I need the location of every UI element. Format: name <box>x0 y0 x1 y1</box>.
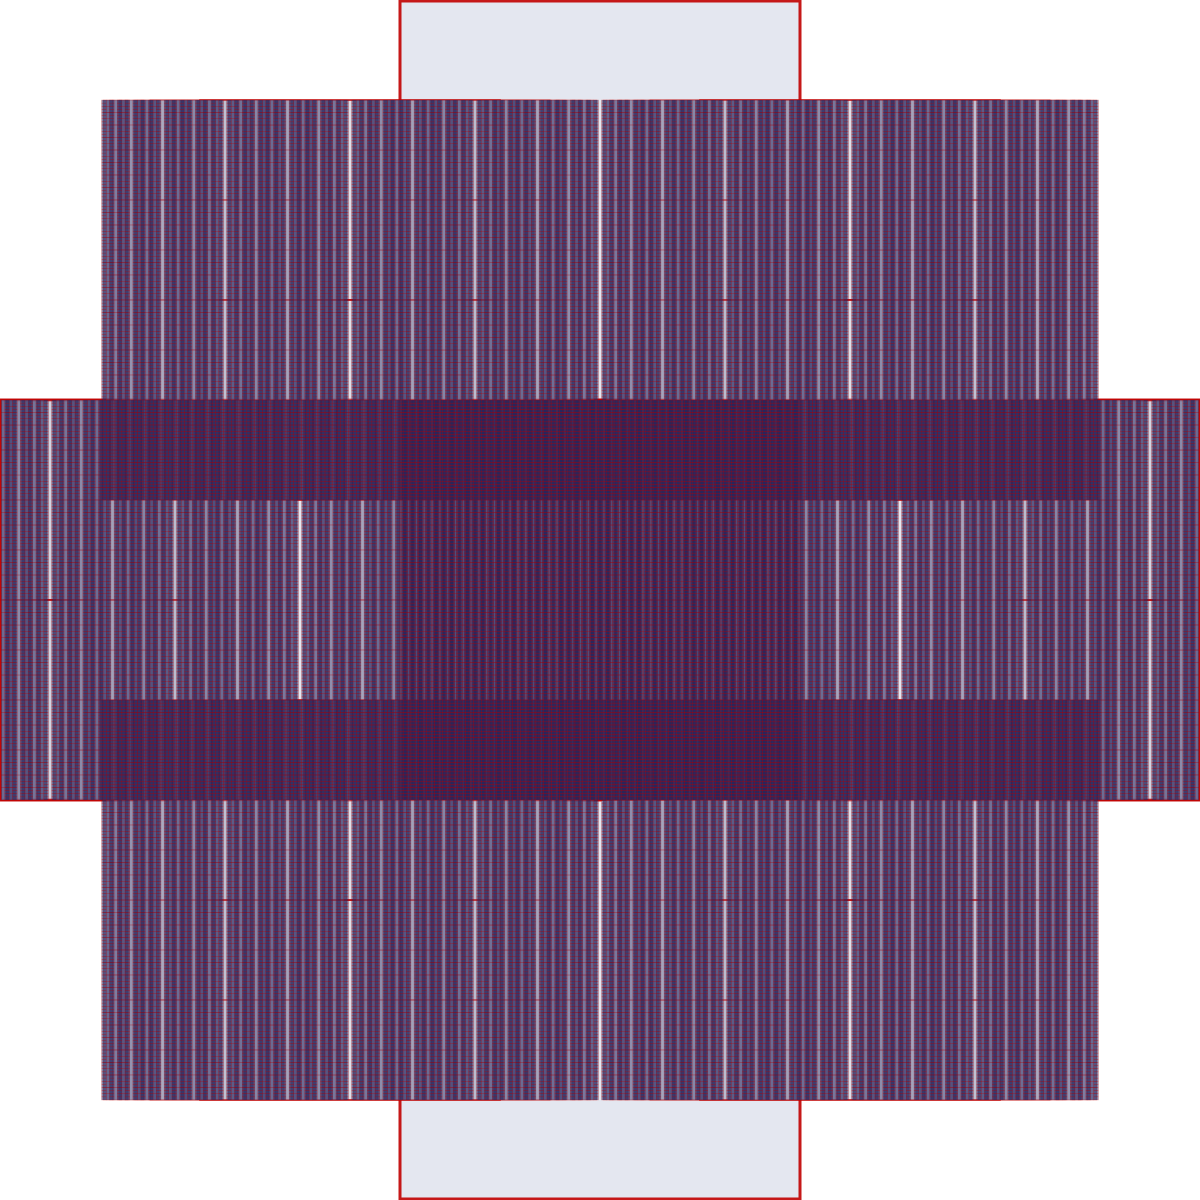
fractal-layers <box>1 1 1199 1199</box>
fractal-figure <box>0 0 1200 1200</box>
